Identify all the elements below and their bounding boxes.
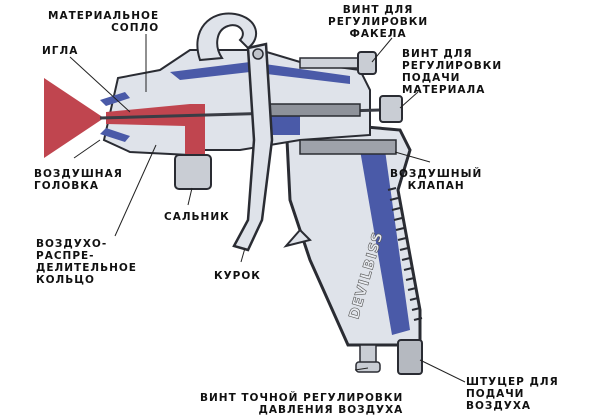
label-line: ВОЗДУШНЫЙ — [390, 168, 483, 180]
packing-nut — [174, 154, 212, 190]
pressure-screw-knob — [355, 361, 381, 373]
fluid-screw-knob — [379, 95, 403, 123]
trigger-pivot — [252, 48, 264, 60]
label-line: ДАВЛЕНИЯ ВОЗДУХА — [258, 404, 404, 416]
label-air-cap: ВОЗДУШНАЯ ГОЛОВКА — [34, 168, 123, 192]
label-needle: ИГЛА — [42, 45, 78, 57]
label-line: ВОЗДУХО- — [36, 238, 108, 250]
label-line: ДЕЛИТЕЛЬНОЕ — [36, 262, 137, 274]
label-air-valve: ВОЗДУШНЫЙ КЛАПАН — [390, 168, 482, 192]
air-inlet-fitting — [397, 339, 423, 375]
handle-ribs — [387, 187, 423, 321]
finger-rest — [283, 228, 312, 248]
label-line: ВИНТ ДЛЯ — [402, 48, 473, 60]
label-line: ВОЗДУХА — [466, 400, 532, 412]
leader-lines — [69, 34, 466, 383]
label-line: ПОДАЧИ — [402, 72, 461, 84]
air-valve-body — [299, 139, 397, 155]
label-line: ВИНТ ТОЧНОЙ РЕГУЛИРОВКИ — [200, 392, 404, 404]
label-trigger: КУРОК — [214, 270, 261, 282]
label-line: ГОЛОВКА — [34, 180, 99, 192]
fluid-screw-spring — [269, 103, 361, 117]
label-line: ПОДАЧИ — [466, 388, 525, 400]
handle-air-channel — [360, 150, 410, 335]
label-packing: САЛЬНИК — [164, 211, 230, 223]
label-line: ВИНТ ДЛЯ — [342, 4, 414, 16]
label-line: МАТЕРИАЛА — [402, 84, 486, 96]
label-line: МАТЕРИАЛЬНОЕ — [48, 10, 160, 22]
air-cap-channels — [100, 92, 130, 142]
label-fan-adjust-screw: ВИНТ ДЛЯ РЕГУЛИРОВКИ ФАКЕЛА — [328, 4, 428, 40]
fan-screw-knob — [357, 51, 377, 75]
label-air-inlet: ШТУЦЕР ДЛЯ ПОДАЧИ ВОЗДУХА — [466, 376, 559, 412]
label-line: ВОЗДУШНАЯ — [34, 168, 123, 180]
label-air-pressure-screw: ВИНТ ТОЧНОЙ РЕГУЛИРОВКИ ДАВЛЕНИЯ ВОЗДУХА — [200, 392, 403, 416]
label-line: КОЛЬЦО — [36, 274, 95, 286]
label-air-distribution-ring: ВОЗДУХО- РАСПРЕ- ДЕЛИТЕЛЬНОЕ КОЛЬЦО — [36, 238, 137, 286]
label-line: ИГЛА — [42, 45, 79, 57]
label-fluid-adjust-screw: ВИНТ ДЛЯ РЕГУЛИРОВКИ ПОДАЧИ МАТЕРИАЛА — [402, 48, 502, 96]
label-line: КЛАПАН — [407, 180, 465, 192]
label-line: РЕГУЛИРОВКИ — [328, 16, 429, 28]
label-line: САЛЬНИК — [164, 211, 230, 223]
label-line: РЕГУЛИРОВКИ — [402, 60, 503, 72]
label-material-nozzle: МАТЕРИАЛЬНОЕ СОПЛО — [48, 10, 159, 34]
spray-fan-shape — [44, 78, 104, 158]
label-line: ШТУЦЕР ДЛЯ — [466, 376, 559, 388]
label-line: СОПЛО — [111, 22, 160, 34]
fan-screw-body — [299, 57, 361, 69]
label-line: РАСПРЕ- — [36, 250, 95, 262]
pressure-screw-stem — [359, 344, 377, 364]
trigger-lever — [232, 42, 274, 252]
label-line: КУРОК — [214, 270, 261, 282]
label-line: ФАКЕЛА — [349, 28, 407, 40]
